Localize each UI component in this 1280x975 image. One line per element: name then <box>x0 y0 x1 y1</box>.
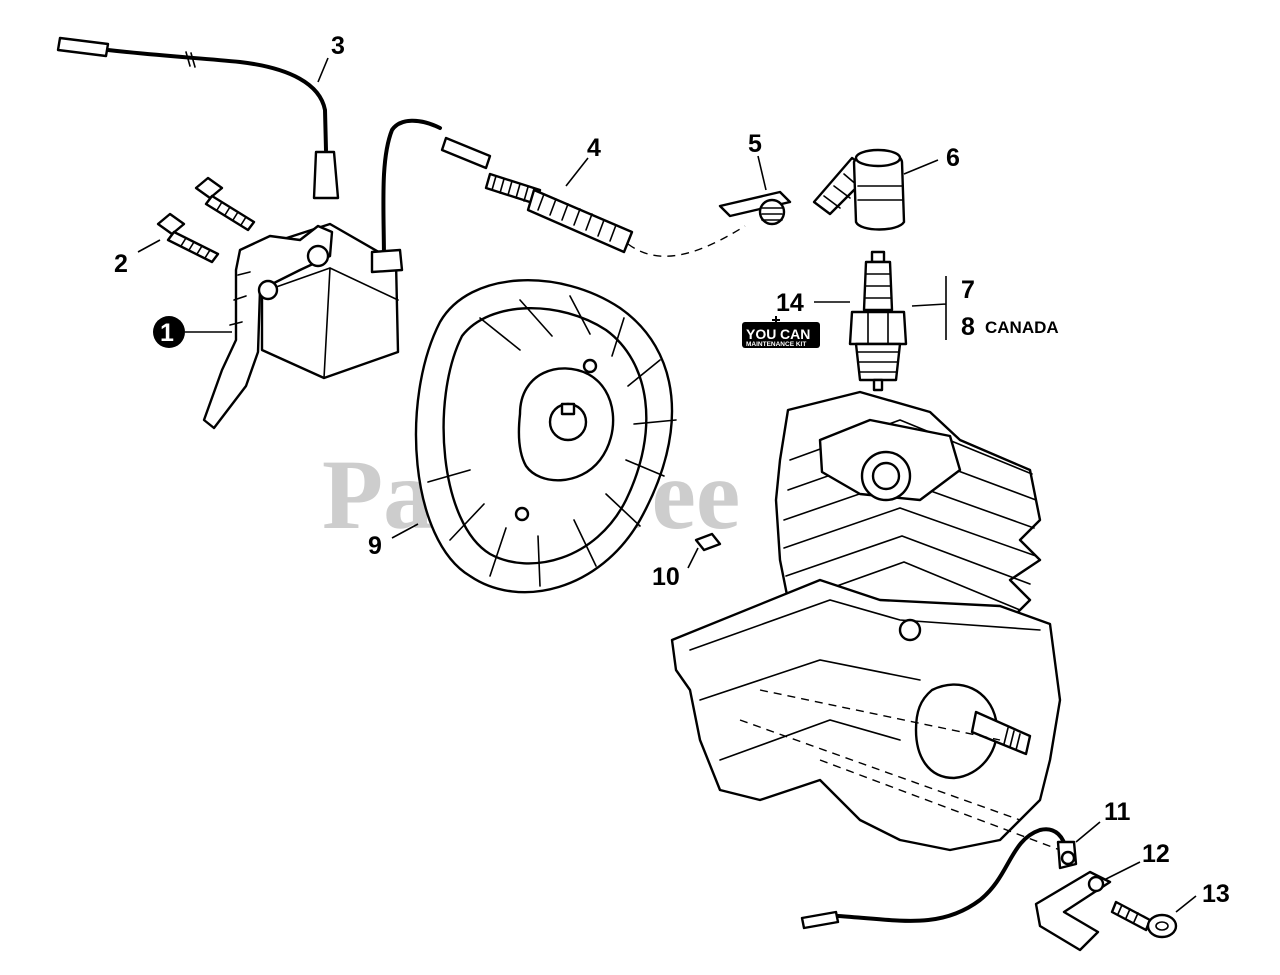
callout-9: 9 <box>368 532 382 560</box>
callout-8-canada: CANADA <box>985 318 1059 337</box>
part-4-ht-lead[interactable] <box>484 172 746 257</box>
badge-you: YOU <box>746 326 776 342</box>
bolt-lower <box>156 212 220 264</box>
part-1-ignition-coil[interactable] <box>202 118 492 430</box>
callout-8: 8 <box>961 313 975 341</box>
callouts: 1 2 3 4 5 6 7 8 CANADA 9 10 11 12 13 14 <box>114 32 1230 908</box>
part-7-spark-plug[interactable] <box>848 250 908 392</box>
callout-1: 1 <box>160 319 174 347</box>
callout-1-circle <box>153 316 185 348</box>
engine-cylinder-crankcase <box>670 390 1062 852</box>
callout-7: 7 <box>961 276 975 304</box>
badge-maintenance-kit: MAINTENANCE KIT <box>746 341 806 348</box>
callout-12: 12 <box>1142 840 1170 868</box>
part-10-key[interactable] <box>694 532 722 552</box>
callout-10: 10 <box>652 563 680 591</box>
leader-lines <box>137 57 1197 913</box>
part-12-bracket[interactable] <box>1034 870 1112 952</box>
callout-14: 14 <box>776 289 804 317</box>
part-3-stop-wire[interactable] <box>56 36 340 200</box>
part-11-ground-wire[interactable] <box>800 827 1078 930</box>
part-2-bolts[interactable] <box>156 176 256 264</box>
callout-5: 5 <box>748 130 762 158</box>
callout-2: 2 <box>114 250 128 278</box>
badge-can: CAN <box>780 326 810 342</box>
callout-13: 13 <box>1202 880 1230 908</box>
part-13-screw[interactable] <box>1110 900 1178 939</box>
part-6-plug-boot[interactable] <box>812 148 906 231</box>
callout-3: 3 <box>331 32 345 60</box>
callout-6: 6 <box>946 144 960 172</box>
callout-4: 4 <box>587 134 601 162</box>
callout-11: 11 <box>1104 798 1131 826</box>
part-9-flywheel[interactable] <box>414 279 677 594</box>
bolt-upper <box>194 176 256 232</box>
part-5-spring-clip[interactable] <box>718 190 792 226</box>
youcan-maintenance-kit-badge: YOU CAN MAINTENANCE KIT <box>742 316 820 348</box>
